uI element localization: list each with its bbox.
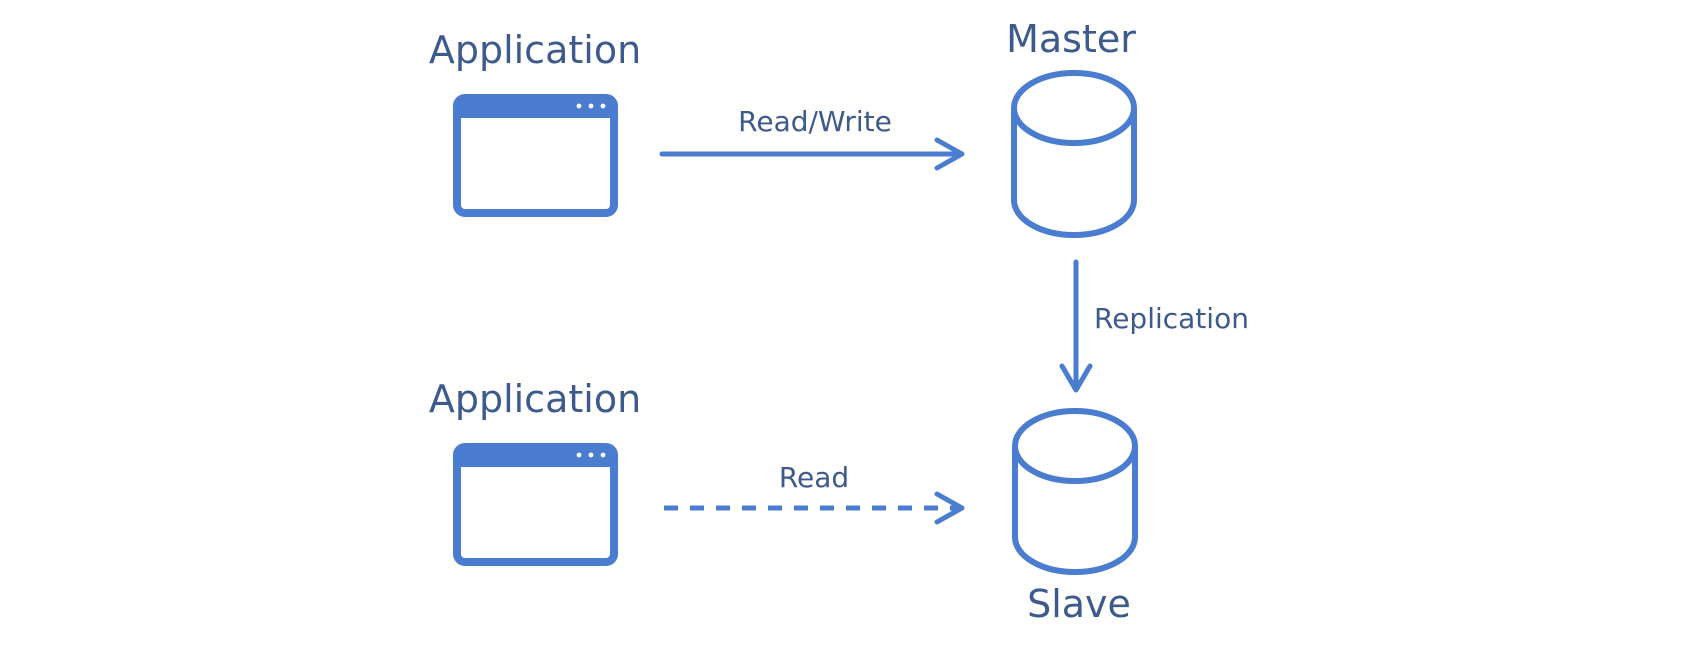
read-arrow bbox=[664, 491, 965, 525]
slave-node: Slave bbox=[1012, 408, 1138, 626]
slave-label: Slave bbox=[1027, 582, 1131, 626]
application-bottom-label: Application bbox=[429, 377, 641, 421]
read-write-arrow bbox=[659, 137, 965, 171]
read-write-label: Read/Write bbox=[738, 105, 892, 138]
application-bottom-node: Application bbox=[429, 377, 641, 566]
application-window-icon bbox=[453, 443, 618, 566]
database-cylinder-icon bbox=[1011, 70, 1137, 238]
read-label: Read bbox=[779, 461, 849, 494]
replication-label: Replication bbox=[1094, 302, 1249, 335]
replication-arrow bbox=[1059, 259, 1093, 393]
master-label: Master bbox=[1006, 17, 1136, 61]
database-cylinder-icon bbox=[1012, 408, 1138, 575]
application-top-node: Application bbox=[429, 28, 641, 217]
master-node: Master bbox=[1006, 17, 1137, 238]
application-window-icon bbox=[453, 94, 618, 217]
application-top-label: Application bbox=[429, 28, 641, 72]
